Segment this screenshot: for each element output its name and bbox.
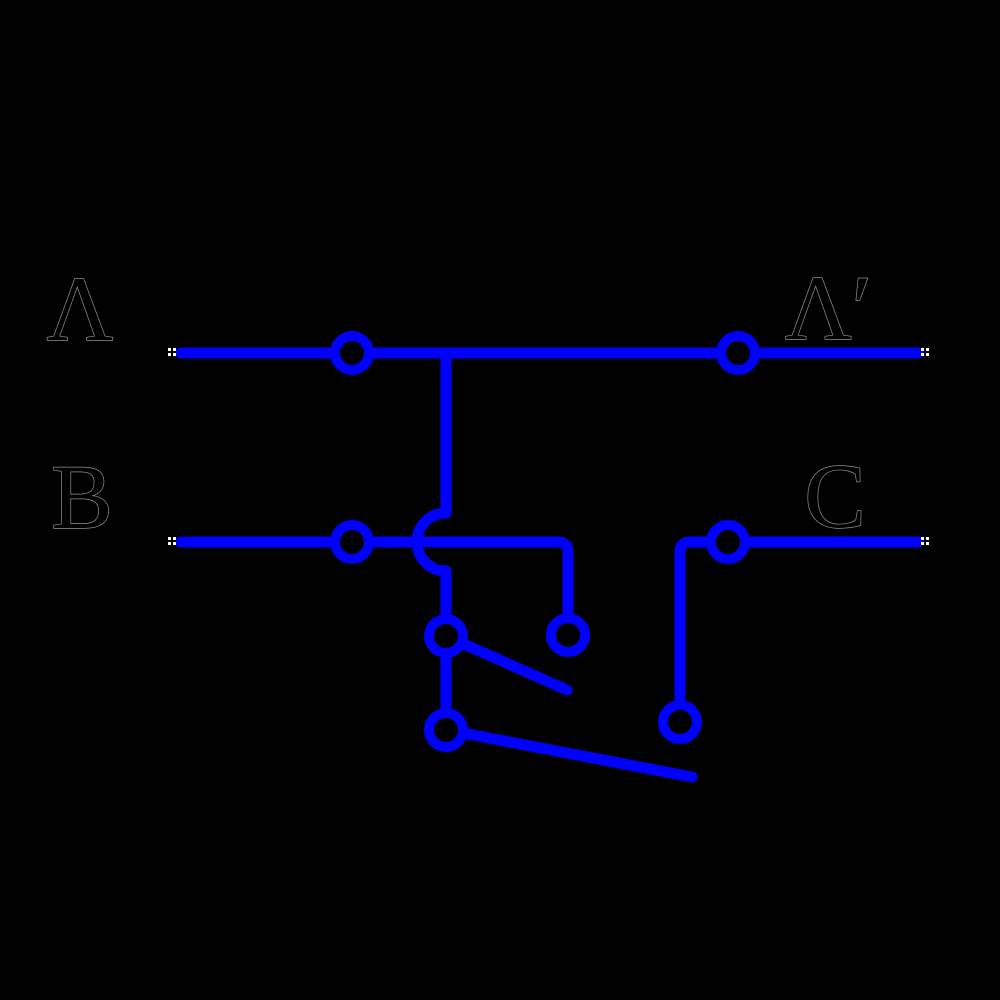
switch2-blade	[462, 728, 698, 783]
wire-end-dots-c-right	[921, 537, 929, 545]
switch2-throw-contact	[658, 700, 702, 744]
wire-end-dots-b-left	[168, 537, 176, 545]
terminal-circles	[330, 331, 760, 752]
switch1-blade	[460, 639, 573, 696]
label-a-prime: Λ′	[785, 257, 872, 359]
switch1-pole	[424, 614, 468, 658]
label-c: C	[804, 445, 865, 547]
terminal-c	[706, 520, 750, 564]
wire-end-dots-a-right	[921, 348, 929, 356]
wire-end-dots	[168, 348, 929, 545]
terminal-b	[330, 520, 374, 564]
terminal-a-right	[716, 331, 760, 375]
switch2-pole	[424, 708, 468, 752]
switch1-throw-contact	[546, 613, 590, 657]
wire-c-corner-drop	[674, 536, 712, 706]
label-b: B	[51, 446, 112, 548]
terminal-a-left	[330, 331, 374, 375]
label-a: Λ	[47, 258, 114, 360]
wire-drop-from-a-with-crossover-hop	[411, 347, 452, 620]
labels: Λ Λ′ B C	[46, 256, 873, 548]
wire-end-dots-a-left	[168, 348, 176, 356]
wires	[175, 347, 924, 783]
wire-b-right-segment-with-corner	[368, 536, 574, 619]
